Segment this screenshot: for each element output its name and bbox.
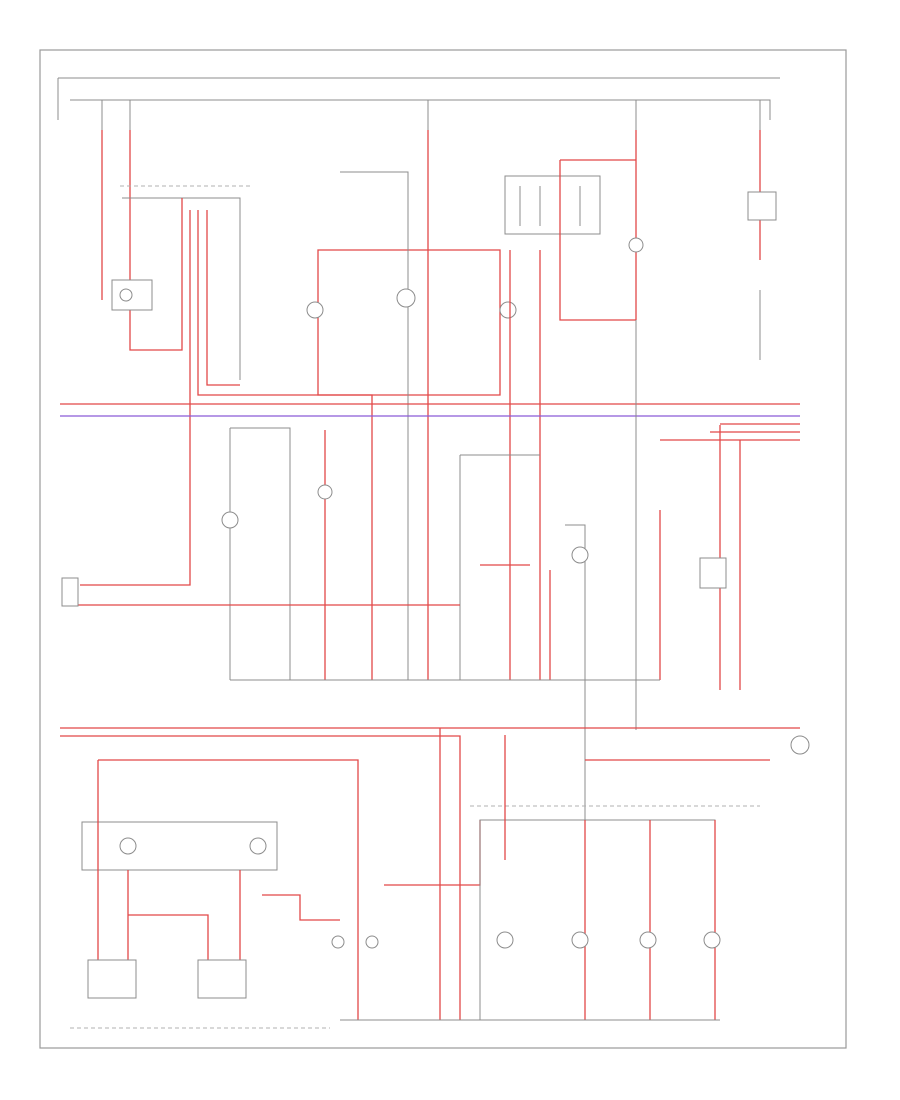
center-cluster <box>306 171 541 680</box>
mid-bulb-3 <box>571 546 589 564</box>
dual-bulb-b <box>365 935 379 949</box>
switch-module-right <box>197 959 247 999</box>
cluster-bulb-center <box>396 288 416 308</box>
right-top-component <box>747 191 777 221</box>
lower-left-assembly <box>81 759 481 1020</box>
lower-feed <box>60 727 810 1020</box>
lower-ground-bus <box>230 320 660 1020</box>
relay-bulb <box>628 237 644 253</box>
mid-bulb-1 <box>221 511 239 529</box>
dual-bulb-a <box>331 935 345 949</box>
fuse-stubs <box>101 130 761 680</box>
main-bus <box>60 403 800 441</box>
switch-module-left <box>87 959 137 999</box>
lower-right-bulb <box>790 735 810 755</box>
lamp-housing <box>81 821 278 871</box>
mid-bulb-2 <box>317 484 333 500</box>
indicator-bulb <box>119 288 133 302</box>
cluster-bulb-left <box>306 301 324 319</box>
lamp-bulb-left <box>119 837 137 855</box>
diagram-frame <box>39 49 847 1049</box>
row-bulb-2 <box>571 931 589 949</box>
row-bulb-3 <box>639 931 657 949</box>
relay-block <box>504 159 777 360</box>
left-connector <box>61 577 79 607</box>
lamp-bulb-right <box>249 837 267 855</box>
row-bulb-1 <box>496 931 514 949</box>
left-switch-assembly <box>80 185 373 680</box>
right-mid-component <box>699 557 727 589</box>
middle-loads <box>61 425 741 690</box>
top-power-bus <box>57 77 780 130</box>
lower-right-row <box>470 735 760 1021</box>
row-bulb-4 <box>703 931 721 949</box>
cluster-bulb-right <box>499 301 517 319</box>
relay-block-housing <box>504 175 601 235</box>
